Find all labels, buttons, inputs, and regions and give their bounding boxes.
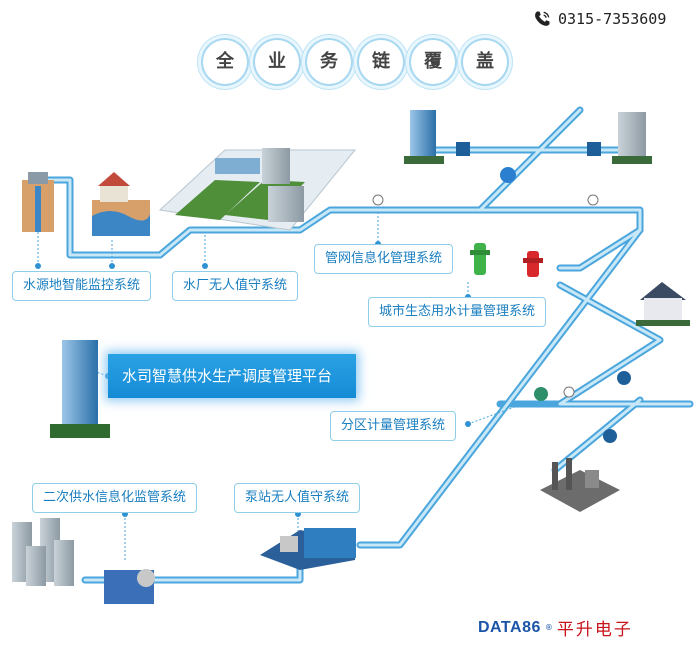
label-city-metering: 城市生态用水计量管理系统 — [368, 297, 547, 327]
residential-buildings-icon — [12, 518, 74, 586]
water-tower-icon — [92, 172, 150, 236]
hydrant-green-icon — [470, 243, 490, 275]
coverage-char-1: 全 — [203, 40, 247, 84]
label-platform: 水司智慧供水生产调度管理平台 — [108, 354, 356, 398]
label-district-metering: 分区计量管理系统 — [330, 411, 457, 441]
hydrant-red-icon — [523, 251, 543, 277]
valve-icon — [456, 142, 601, 156]
phone-number: 0315-7353609 — [558, 10, 667, 28]
brand-company: 平升电子 — [556, 620, 633, 640]
phone-icon — [535, 11, 550, 26]
pipe-valve-icon — [603, 371, 631, 443]
label-pump-station: 泵站无人值守系统 — [234, 483, 361, 513]
coverage-char-5: 覆 — [411, 40, 455, 84]
brand-registered: ® — [544, 623, 553, 632]
pressure-gauge-icon — [372, 194, 599, 398]
brand-logo: DATA86 ® 平升电子 — [478, 615, 633, 641]
brand-data86: DATA86 — [478, 618, 541, 636]
coverage-char-4: 链 — [359, 40, 403, 84]
house-icon — [636, 282, 690, 326]
label-water-source: 水源地智能监控系统 — [12, 271, 152, 301]
flow-meter-icon — [500, 167, 548, 401]
label-secondary-supply: 二次供水信息化监管系统 — [32, 483, 198, 513]
connector-lines — [37, 212, 521, 560]
phone-contact: 0315-7353609 — [532, 8, 666, 30]
office-building-icon — [404, 110, 444, 164]
secondary-pump-unit-icon — [104, 569, 155, 604]
coverage-char-3: 务 — [307, 40, 351, 84]
pump-station-icon — [260, 528, 356, 570]
coverage-char-2: 业 — [255, 40, 299, 84]
water-source-well-icon — [22, 172, 54, 232]
coverage-char-6: 盖 — [463, 40, 507, 84]
platform-tower-icon — [50, 340, 110, 438]
label-pipe-network: 管网信息化管理系统 — [314, 244, 454, 274]
factory-icon — [540, 458, 620, 512]
office-building-right-icon — [612, 112, 652, 164]
label-water-plant: 水厂无人值守系统 — [172, 271, 299, 301]
water-plant-icon — [158, 148, 357, 231]
